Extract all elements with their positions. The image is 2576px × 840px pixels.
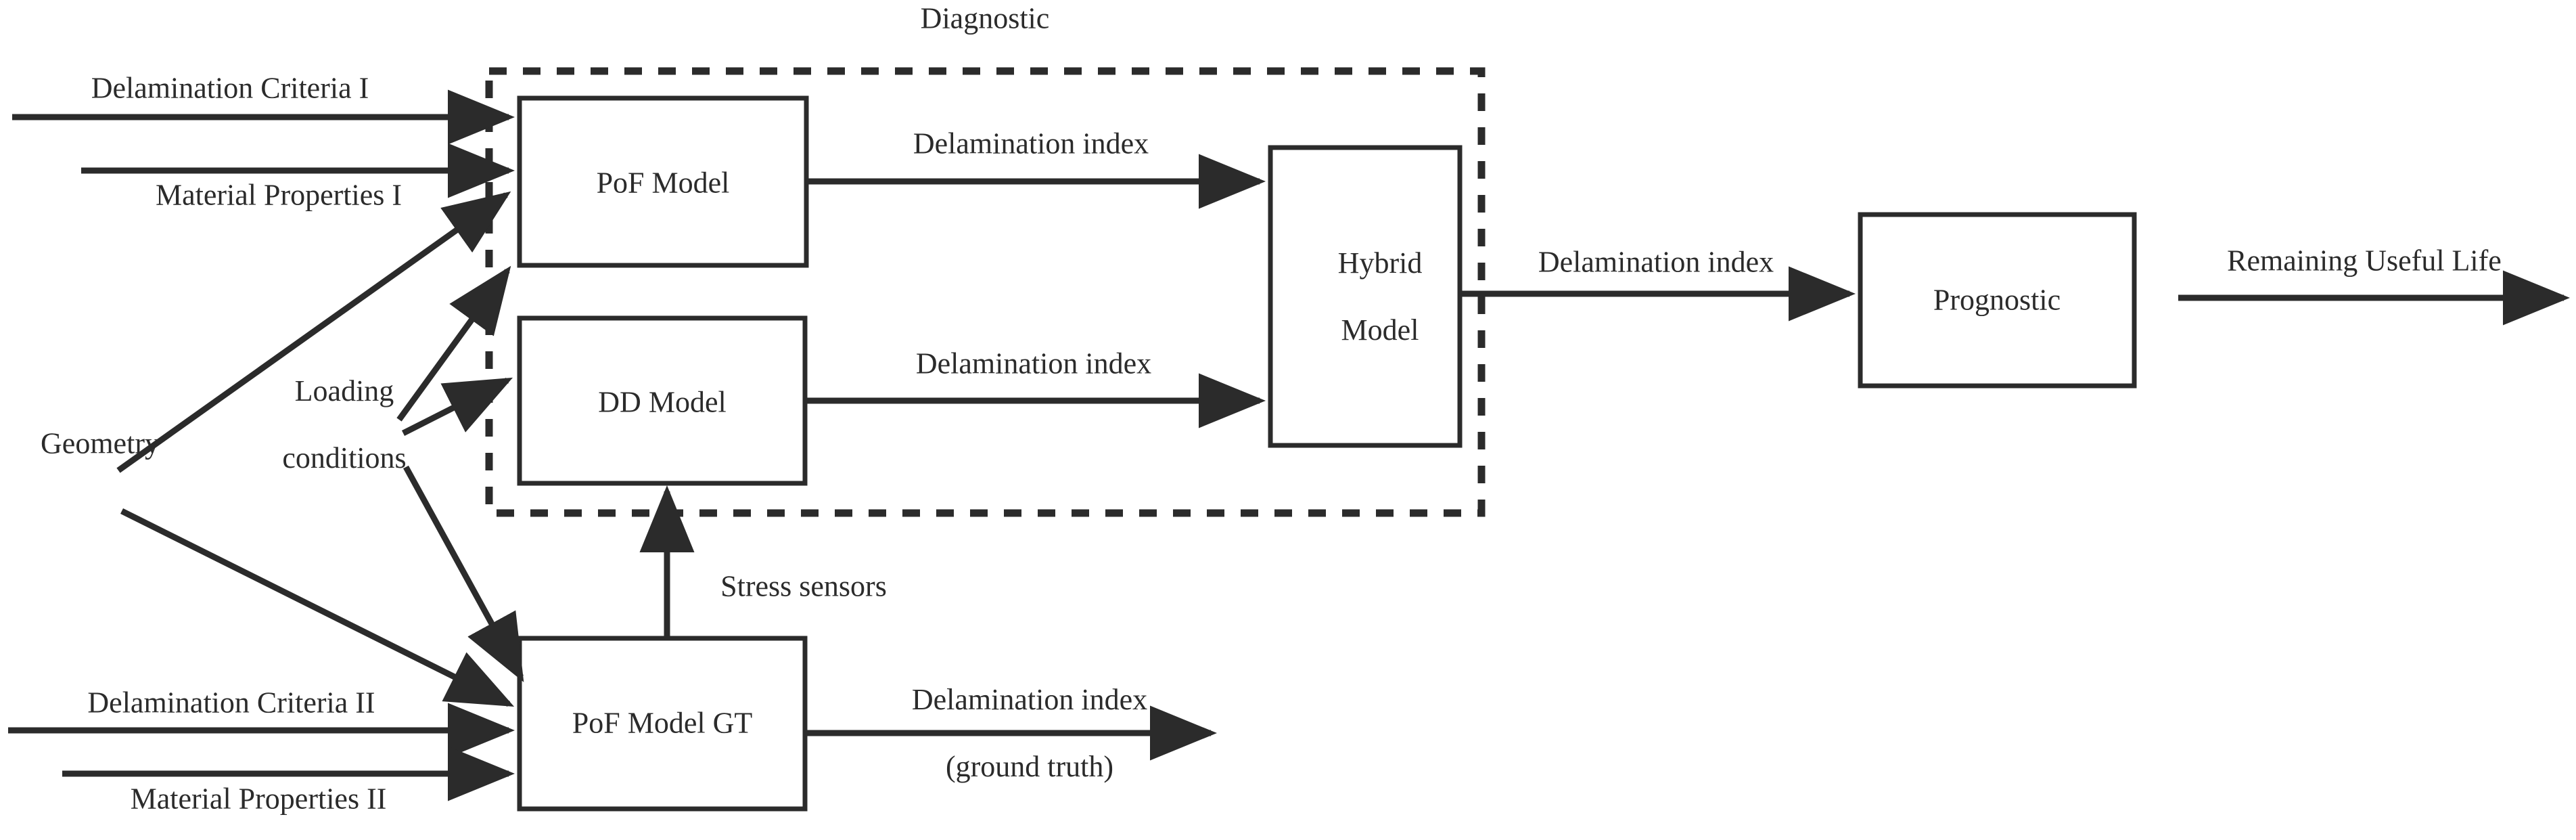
loading-conditions-line2: conditions bbox=[282, 441, 407, 474]
edge-label-ground-truth: Delamination index (ground truth) bbox=[882, 650, 1147, 816]
hybrid-model-label: Hybrid Model bbox=[1308, 213, 1423, 380]
hybrid-model-box[interactable] bbox=[1268, 145, 1463, 448]
hybrid-model-label-line2: Model bbox=[1341, 313, 1419, 347]
input-label-delamination-criteria-1: Delamination Criteria I bbox=[91, 71, 369, 105]
arrow-geometry-to-pof-model-gt bbox=[120, 508, 515, 707]
dd-model-box[interactable] bbox=[517, 315, 808, 486]
ground-truth-line1: Delamination index bbox=[911, 683, 1148, 717]
edge-label-stress-sensors: Stress sensors bbox=[720, 569, 887, 603]
input-label-material-properties-1: Material Properties I bbox=[155, 178, 402, 212]
edge-label-pof-to-hybrid: Delamination index bbox=[913, 127, 1149, 160]
pof-model-label: PoF Model bbox=[596, 166, 730, 200]
edge-label-hybrid-to-prognostic: Delamination index bbox=[1538, 245, 1774, 279]
ground-truth-line2: (ground truth) bbox=[945, 749, 1114, 783]
input-label-material-properties-2: Material Properties II bbox=[130, 782, 387, 816]
loading-conditions-line1: Loading bbox=[294, 374, 394, 408]
input-label-delamination-criteria-2: Delamination Criteria II bbox=[87, 686, 375, 720]
pof-model-box[interactable] bbox=[517, 95, 809, 268]
input-label-loading-conditions: Loading conditions bbox=[252, 341, 406, 508]
arrow-loading-conditions-to-pof-model-gt bbox=[403, 465, 524, 682]
input-label-geometry: Geometry bbox=[41, 426, 160, 460]
pof-model-gt-label: PoF Model GT bbox=[572, 706, 753, 740]
arrow-loading-conditions-to-dd-model bbox=[401, 377, 513, 437]
edge-label-dd-to-hybrid: Delamination index bbox=[915, 347, 1152, 380]
dd-model-label: DD Model bbox=[598, 385, 727, 419]
edge-label-remaining-useful-life: Remaining Useful Life bbox=[2227, 244, 2502, 278]
prognostic-box[interactable] bbox=[1858, 212, 2137, 389]
prognostic-label: Prognostic bbox=[1933, 283, 2061, 317]
diagnostic-group-label: Diagnostic bbox=[920, 1, 1050, 35]
arrow-loading-conditions-to-pof-model bbox=[396, 265, 511, 422]
hybrid-model-label-line1: Hybrid bbox=[1337, 246, 1423, 280]
arrow-geometry-to-pof-model bbox=[116, 191, 511, 473]
pof-model-gt-box[interactable] bbox=[517, 636, 808, 812]
